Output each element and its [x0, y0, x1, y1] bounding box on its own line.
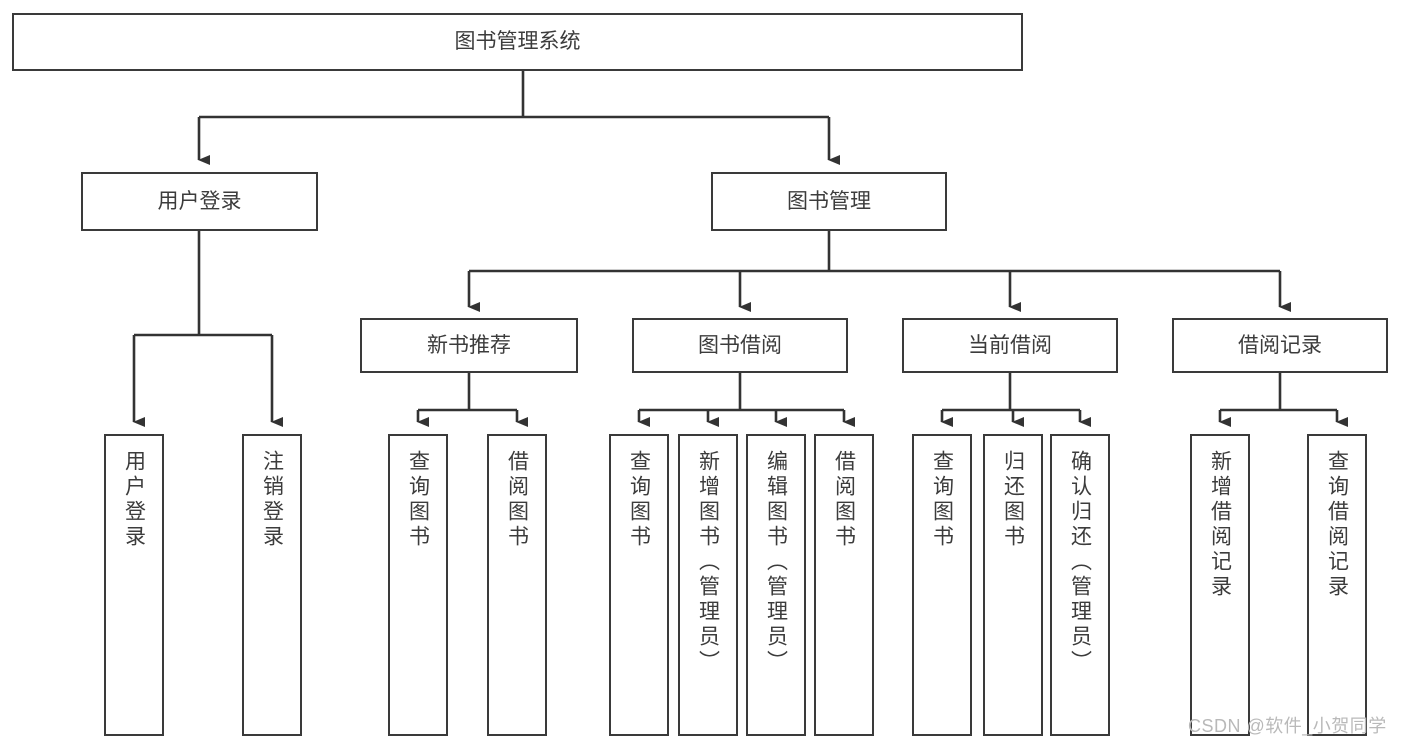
node-borrow-record-label: 借阅记录	[1238, 333, 1322, 357]
leaf-user-login[interactable]: 用户登录	[104, 434, 164, 736]
leaf-confirm-return-admin-label: 确认归还（管理员）	[1068, 450, 1092, 675]
leaf-logout-login[interactable]: 注销登录	[242, 434, 302, 736]
leaf-edit-book-admin[interactable]: 编辑图书（管理员）	[746, 434, 806, 736]
node-user-login-label: 用户登录	[157, 189, 242, 213]
leaf-borrow-book-newbook-label: 借阅图书	[505, 450, 529, 550]
leaf-query-book-borrow-label: 查询图书	[627, 450, 651, 550]
leaf-query-book-newbook-label: 查询图书	[406, 450, 430, 550]
leaf-query-book-borrow[interactable]: 查询图书	[609, 434, 669, 736]
leaf-query-borrow-record[interactable]: 查询借阅记录	[1307, 434, 1367, 736]
leaf-add-borrow-record-label: 新增借阅记录	[1208, 450, 1232, 600]
leaf-borrow-book-label: 借阅图书	[832, 450, 856, 550]
leaf-query-book-current-label: 查询图书	[930, 450, 954, 550]
node-new-book-recommend-label: 新书推荐	[427, 333, 511, 357]
leaf-add-borrow-record[interactable]: 新增借阅记录	[1190, 434, 1250, 736]
leaf-user-login-label: 用户登录	[122, 450, 146, 550]
node-current-borrow[interactable]: 当前借阅	[902, 318, 1118, 373]
leaf-query-borrow-record-label: 查询借阅记录	[1325, 450, 1349, 600]
node-current-borrow-label: 当前借阅	[968, 333, 1052, 357]
leaf-logout-login-label: 注销登录	[260, 450, 284, 550]
node-user-login[interactable]: 用户登录	[81, 172, 318, 231]
node-new-book-recommend[interactable]: 新书推荐	[360, 318, 578, 373]
leaf-edit-book-admin-label: 编辑图书（管理员）	[764, 450, 788, 675]
node-book-management[interactable]: 图书管理	[711, 172, 947, 231]
watermark: CSDN @软件_小贺同学	[1188, 716, 1387, 736]
leaf-add-book-admin[interactable]: 新增图书（管理员）	[678, 434, 738, 736]
node-book-borrow[interactable]: 图书借阅	[632, 318, 848, 373]
leaf-confirm-return-admin[interactable]: 确认归还（管理员）	[1050, 434, 1110, 736]
leaf-query-book-newbook[interactable]: 查询图书	[388, 434, 448, 736]
node-book-borrow-label: 图书借阅	[698, 333, 782, 357]
leaf-return-book-label: 归还图书	[1001, 450, 1025, 550]
leaf-borrow-book[interactable]: 借阅图书	[814, 434, 874, 736]
node-borrow-record[interactable]: 借阅记录	[1172, 318, 1388, 373]
leaf-query-book-current[interactable]: 查询图书	[912, 434, 972, 736]
node-root-label: 图书管理系统	[454, 30, 581, 54]
leaf-add-book-admin-label: 新增图书（管理员）	[696, 450, 720, 675]
node-book-management-label: 图书管理	[787, 189, 871, 213]
leaf-borrow-book-newbook[interactable]: 借阅图书	[487, 434, 547, 736]
node-root[interactable]: 图书管理系统	[12, 13, 1023, 71]
leaf-return-book[interactable]: 归还图书	[983, 434, 1043, 736]
